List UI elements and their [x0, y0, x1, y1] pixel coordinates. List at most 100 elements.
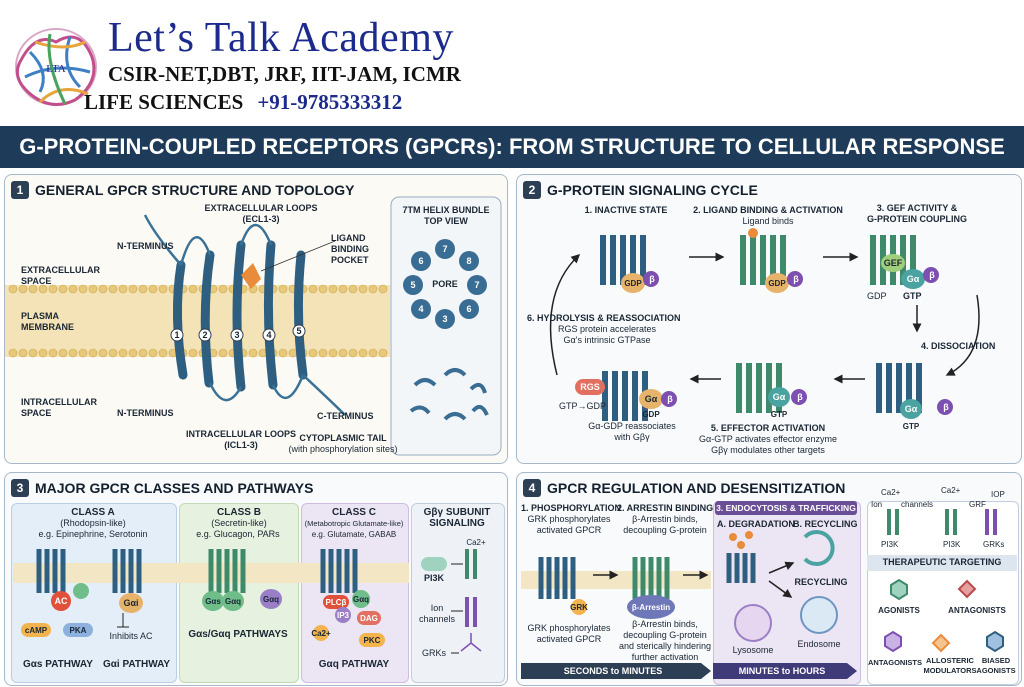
panel-classes: 3 MAJOR GPCR CLASSES AND PATHWAYS CLASS A… — [4, 472, 508, 686]
iop-label: IOP — [991, 490, 1005, 499]
gef-label: GEF — [883, 258, 903, 268]
ca-small-label: Ca2+ — [466, 538, 486, 547]
beta-label: β — [667, 394, 673, 404]
beta-label: β — [943, 402, 949, 412]
ion-channels-label-1: Ion — [430, 603, 444, 613]
class-c-label: CLASS C — [332, 507, 376, 518]
camp-label: cAMP — [24, 626, 48, 635]
ion-channels-label-2: channels — [419, 614, 456, 624]
antagonists-label: ANTAGONISTS — [948, 606, 1006, 615]
gtp-label: GTP — [770, 410, 788, 419]
class-a-label: CLASS A — [71, 507, 115, 518]
bundle-number: 4 — [418, 304, 424, 314]
arr-caption-4: further activation — [631, 652, 699, 662]
panel3-title-text: MAJOR GPCR CLASSES AND PATHWAYS — [35, 480, 314, 496]
bundle-number: 5 — [410, 280, 416, 290]
allosteric-label-2: MODULATORS — [923, 666, 977, 675]
regulation-diagram — [521, 509, 1017, 679]
gpcr-structure-diagram — [5, 196, 502, 456]
pkc-label: PKC — [363, 636, 381, 645]
brand-name: Let’s Talk Academy — [108, 15, 454, 61]
extracellular-label-1: EXTRACELLULAR — [21, 265, 100, 275]
class-c-eg: e.g. Glutamate, GABAB — [311, 530, 397, 539]
minutes-hours-label: MINUTES to HOURS — [738, 666, 826, 676]
c-terminus-label: C-TERMINUS — [317, 411, 374, 421]
ca-label: Ca2+ — [311, 629, 331, 638]
arrestin-sub-2: decoupling G-protein — [623, 525, 707, 535]
bundle-number: 7 — [474, 280, 480, 290]
galpha-label: Gα — [906, 274, 920, 284]
ligand-label-3: POCKET — [331, 255, 369, 265]
tail-sub-label: (with phosphorylation sites) — [288, 444, 398, 454]
helix-number: 5 — [296, 326, 302, 336]
phos-sub-1: GRK phosphorylates — [527, 514, 611, 524]
ion-channels-label-1: Ion — [871, 500, 883, 509]
icl-label: INTRACELLULAR LOOPS — [186, 429, 296, 439]
gai-label: Gαi — [123, 598, 139, 608]
grk-label: GRK — [570, 603, 588, 612]
agonists-label: AGONISTS — [878, 606, 920, 615]
step5-sub-2: Gβγ modulates other targets — [711, 445, 825, 455]
grk-caption-2: activated GPCR — [536, 634, 602, 644]
dag-label: DAG — [360, 614, 378, 623]
step2-sub: Ligand binds — [742, 216, 794, 226]
galpha-label: Gα — [644, 394, 658, 404]
class-b-label: CLASS B — [217, 507, 261, 518]
barrestin-label: β-Arrestin — [631, 603, 671, 612]
n-terminus-top-label: N-TERMINUS — [117, 241, 174, 251]
galpha-label: Gα — [904, 404, 918, 414]
classes-diagram — [13, 549, 482, 654]
pi3k-a-label: PI3K — [881, 540, 899, 549]
gas-pathway-label: Gαs PATHWAY — [23, 659, 93, 670]
grf-label: GRF — [969, 500, 986, 509]
reassoc-1: Gα-GDP reassociates — [588, 421, 676, 431]
biased-label-1: BIASED — [981, 656, 1011, 665]
page-title: G-PROTEIN-COUPLED RECEPTORS (GPCRs): FRO… — [0, 126, 1024, 168]
biased-label-2: AGONISTS — [976, 666, 1016, 675]
galpha-label: Gα — [772, 392, 786, 402]
therapeutic-title: THERAPEUTIC TARGETING — [882, 557, 1002, 567]
gtp-gdp-label: GTP→GDP — [559, 401, 607, 411]
panel3-title: 3 MAJOR GPCR CLASSES AND PATHWAYS — [11, 477, 313, 499]
step5-sub-1: Gα-GTP activates effector enzyme — [699, 434, 837, 444]
icl-sub-label: (ICL1-3) — [224, 440, 258, 450]
ecl-sub-label: (ECL1-3) — [242, 214, 280, 224]
beta-label: β — [793, 274, 799, 284]
gbg-title-2: SIGNALING — [429, 518, 485, 529]
step5-label: 5. EFFECTOR ACTIVATION — [710, 423, 826, 433]
class-b-eg: e.g. Glucagon, PARs — [196, 529, 280, 539]
phos-sub-2: activated GPCR — [536, 525, 602, 535]
gdp-out-label: GDP — [867, 291, 887, 301]
helix-number: 2 — [202, 330, 208, 340]
n-terminus-bottom-label: N-TERMINUS — [117, 408, 174, 418]
gbg-title-1: Gβγ SUBUNIT — [423, 507, 491, 518]
panel2-number: 2 — [523, 181, 541, 199]
ion-channels-label-2: channels — [901, 500, 934, 509]
helix-number: 4 — [266, 330, 272, 340]
gtp-label: GTP — [902, 422, 920, 431]
intracellular-label-2: SPACE — [21, 408, 52, 418]
membrane-label-1: PLASMA — [21, 311, 59, 321]
grks-label: GRKs — [421, 648, 446, 658]
step6-label: 6. HYDROLYSIS & REASSOCIATION — [527, 313, 681, 323]
gdp-label: GDP — [624, 279, 642, 288]
step6-sub-1: RGS protein accelerates — [557, 324, 657, 334]
gas-gaq-pathway-label: Gαs/Gαq PATHWAYS — [188, 629, 288, 640]
panel3-number: 3 — [11, 479, 29, 497]
beta-label: β — [649, 274, 655, 284]
allosteric-label-1: ALLOSTERIC — [926, 656, 974, 665]
exam-list: CSIR-NET,DBT, JRF, IIT-JAM, ICMR — [108, 62, 461, 86]
beta-label: β — [797, 392, 803, 402]
arr-caption-2: decoupling G-protein — [623, 630, 707, 640]
class-a-eg: e.g. Epinephrine, Serotonin — [38, 529, 148, 539]
grk-caption-1: GRK phosphorylates — [527, 623, 611, 633]
rgs-label: RGS — [580, 382, 600, 392]
helix-number: 3 — [234, 330, 240, 340]
bundle-number: 6 — [418, 256, 424, 266]
step3-label-2: G-PROTEIN COUPLING — [866, 214, 967, 224]
panel4-title-text: GPCR REGULATION AND DESENSITIZATION — [547, 480, 846, 496]
endocytosis-header — [715, 501, 857, 515]
